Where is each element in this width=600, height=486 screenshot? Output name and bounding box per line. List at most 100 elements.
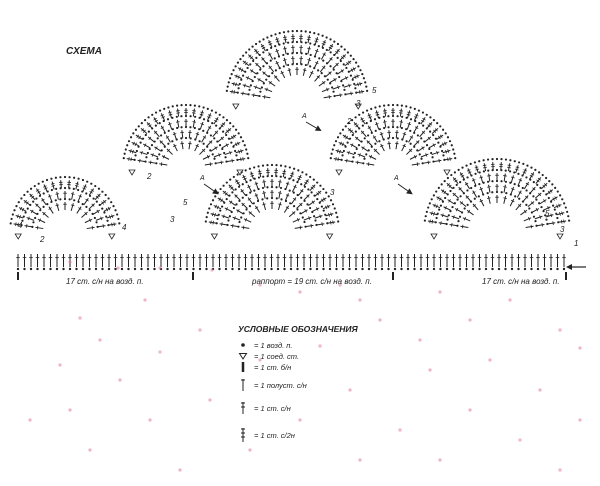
chain-stitch xyxy=(495,157,499,161)
double-crochet-stitch xyxy=(131,142,140,147)
chain-stitch xyxy=(206,211,209,214)
double-crochet-stitch xyxy=(350,143,358,149)
stitch-crossbar xyxy=(192,110,196,112)
double-crochet-stitch xyxy=(348,67,357,73)
chain-stitch xyxy=(335,72,338,75)
chain-stitch xyxy=(457,168,460,171)
chain-stitch xyxy=(455,183,458,186)
double-crochet-stitch xyxy=(176,119,180,128)
chain-stitch xyxy=(198,128,201,131)
chain-stitch xyxy=(209,134,212,137)
chain-stitch xyxy=(374,129,377,132)
chain-stitch xyxy=(304,41,307,44)
stitch-crossbar xyxy=(321,43,326,46)
stitch-crossbar xyxy=(479,188,483,191)
chain-stitch xyxy=(333,94,336,98)
stitch-crossbar xyxy=(369,154,373,159)
stitch-crossbar xyxy=(466,169,471,172)
double-crochet-icon xyxy=(241,402,245,414)
chain-stitch xyxy=(452,267,455,271)
chain-stitch xyxy=(346,51,349,54)
chain-stitch xyxy=(217,213,220,216)
chain-stitch xyxy=(260,86,263,89)
stitch-crossbar xyxy=(176,110,180,112)
chain-stitch xyxy=(134,128,138,131)
chain-stitch xyxy=(423,140,426,143)
chain-stitch xyxy=(421,162,424,165)
background-speck xyxy=(428,368,432,372)
chain-stitch xyxy=(317,33,320,36)
chain-stitch xyxy=(396,115,399,118)
double-crochet-stitch xyxy=(465,195,472,202)
chain-stitch xyxy=(323,75,327,78)
stitch-crossbar xyxy=(442,142,445,147)
repeat-arrow xyxy=(305,121,322,131)
chain-stitch xyxy=(429,116,432,119)
stitch-crossbar xyxy=(75,182,80,185)
chain-stitch xyxy=(256,72,259,75)
double-crochet-stitch xyxy=(288,211,296,218)
chain-stitch xyxy=(336,136,340,139)
stitch-crossbar xyxy=(254,206,259,210)
double-crochet-stitch xyxy=(319,65,326,73)
stitch-crossbar xyxy=(134,142,137,147)
double-crochet-stitch xyxy=(153,117,159,125)
chain-stitch xyxy=(85,205,88,209)
chain-stitch xyxy=(517,172,520,175)
stitch-crossbar xyxy=(304,181,308,185)
chain-stitch xyxy=(340,80,343,83)
stitch-crossbar xyxy=(154,119,158,123)
chain-stitch xyxy=(286,52,289,55)
chain-stitch xyxy=(478,171,481,174)
double-crochet-stitch xyxy=(311,207,320,213)
stitch-crossbar xyxy=(434,128,438,132)
chain-stitch xyxy=(332,90,335,93)
slip-stitch-triangle-icon xyxy=(238,353,248,360)
chain-stitch xyxy=(101,190,104,193)
stitch-crossbar xyxy=(212,220,214,225)
chain-stitch xyxy=(361,111,365,114)
double-crochet-stitch xyxy=(48,194,53,202)
chain-stitch xyxy=(21,219,24,222)
stitch-crossbar xyxy=(307,36,311,39)
chain-stitch xyxy=(562,267,566,271)
double-crochet-stitch xyxy=(302,67,306,76)
chain-stitch xyxy=(446,193,449,196)
chain-stitch xyxy=(50,177,53,180)
chain-stitch xyxy=(441,149,444,153)
double-crochet-stitch xyxy=(438,222,447,225)
double-crochet-stitch xyxy=(314,48,319,57)
chain-stitch xyxy=(262,38,265,41)
stitch-crossbar xyxy=(310,71,314,74)
chain-stitch xyxy=(144,133,147,137)
chain-stitch xyxy=(229,122,232,125)
chain-stitch xyxy=(132,132,135,135)
stitch-crossbar xyxy=(458,187,462,191)
chain-stitch xyxy=(439,267,442,271)
chain-stitch xyxy=(49,267,52,271)
double-crochet-stitch xyxy=(303,179,309,187)
chain-stitch xyxy=(291,41,294,44)
chain-stitch xyxy=(265,78,268,81)
chain-stitch xyxy=(237,132,240,135)
chain-stitch xyxy=(432,133,435,137)
stitch-crossbar xyxy=(267,41,272,44)
double-crochet-stitch xyxy=(313,60,319,69)
repeat-label: A xyxy=(393,175,399,182)
double-crochet-stitch xyxy=(466,209,474,216)
stitch-crossbar xyxy=(425,153,428,157)
double-crochet-stitch xyxy=(88,188,95,196)
double-crochet-stitch xyxy=(275,168,277,177)
chain-stitch xyxy=(413,107,416,110)
stitch-crossbar xyxy=(438,158,440,163)
chain-stitch xyxy=(331,86,334,89)
stitch-crossbar xyxy=(139,158,141,163)
double-crochet-stitch xyxy=(188,130,191,139)
stitch-crossbar xyxy=(227,128,231,132)
double-crochet-stitch xyxy=(217,136,225,143)
double-crochet-stitch xyxy=(307,35,310,44)
chain-stitch xyxy=(287,41,290,44)
background-speck xyxy=(208,398,212,402)
chain-stitch xyxy=(484,267,488,271)
chain-stitch xyxy=(91,212,94,215)
